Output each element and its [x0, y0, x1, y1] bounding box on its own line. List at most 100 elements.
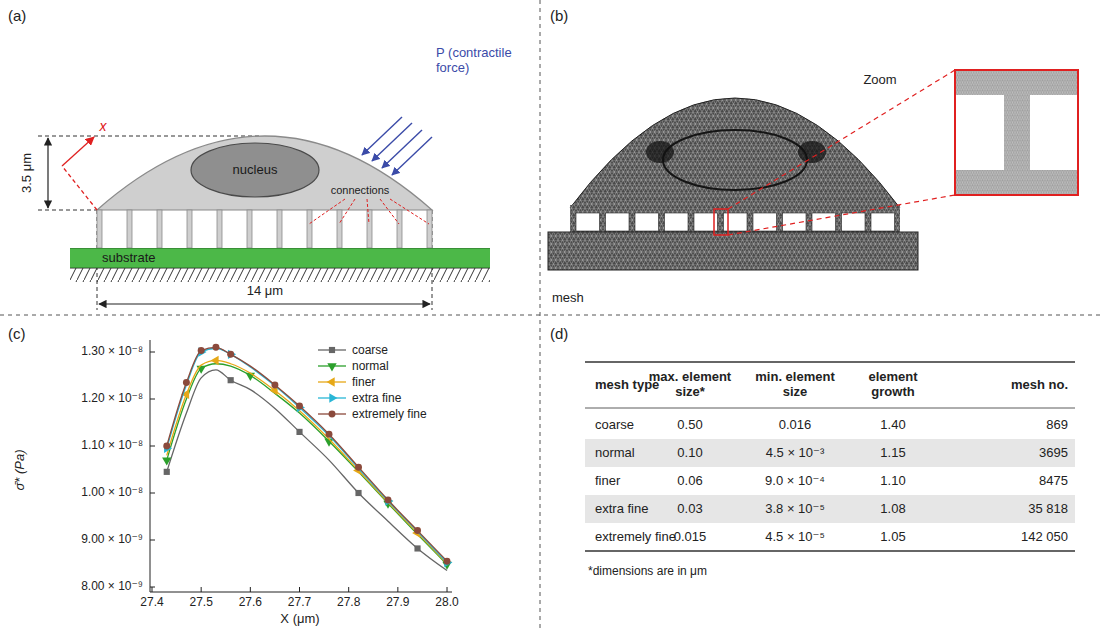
label-text: 35 818: [1028, 502, 1068, 517]
legend-sample: [318, 411, 346, 418]
label-text: 27.5: [189, 596, 212, 610]
table-shading: [585, 495, 1075, 523]
series-line: [167, 348, 447, 562]
label-text: 1.15: [880, 446, 905, 461]
label-text: 4.5 × 10⁻³: [766, 446, 825, 461]
series-marker: [228, 350, 236, 359]
connection-pillar: [427, 210, 432, 248]
zoom-panel: [1004, 95, 1030, 170]
label-text: 4.5 × 10⁻⁵: [765, 530, 825, 545]
series-marker: [296, 429, 302, 435]
leader-line: [309, 199, 429, 224]
force-arrow: [392, 137, 432, 175]
series-marker: [355, 464, 362, 471]
series-marker: [164, 469, 170, 475]
table-rule: [585, 361, 1075, 362]
chart-axis: [150, 340, 151, 592]
axis-arrow: [62, 137, 94, 166]
label-text: 0.10: [677, 446, 702, 461]
label-text: mesh: [552, 291, 584, 306]
dimension-lines: [38, 210, 97, 211]
node-label: nucleus: [233, 163, 278, 177]
mesh-gap: [576, 213, 895, 231]
label-text: connections: [331, 184, 390, 197]
label-text: 27.9: [386, 596, 409, 610]
legend-text: extremely fine: [352, 408, 427, 420]
label-text: 8475: [1039, 474, 1068, 489]
label-text: 1.10 × 10⁻⁸: [81, 439, 143, 453]
series-marker: [326, 431, 333, 438]
label-text: mesh no.: [1011, 378, 1068, 393]
leader-line: [339, 199, 355, 224]
series-marker: [198, 347, 205, 354]
connection-pillar: [307, 210, 312, 248]
connection-pillar: [247, 210, 252, 248]
legend-sample: [329, 411, 336, 418]
label-text: σ̄* (Pa): [13, 449, 28, 490]
connection-pillar: [127, 210, 132, 248]
label-text: coarse: [595, 418, 634, 433]
connection-pillar: [277, 210, 282, 248]
ground-hatch: [70, 268, 490, 282]
series-marker: [162, 457, 171, 465]
label-text: 28.0: [435, 596, 458, 610]
force-arrow: [362, 117, 432, 175]
legend-text: coarse: [352, 344, 388, 356]
label-text: P (contractile force): [436, 46, 532, 76]
mesh-gap: [724, 213, 748, 231]
label-text: 27.8: [337, 596, 360, 610]
axis-tick: [150, 352, 155, 353]
label-text: 9.0 × 10⁻⁴: [765, 474, 825, 489]
mesh-model: [548, 232, 918, 270]
label-text: 1.00 × 10⁻⁸: [81, 486, 143, 500]
label-text: (c): [8, 325, 26, 342]
series-marker: [271, 381, 278, 388]
series-line: [167, 370, 447, 571]
legend-sample: [327, 363, 336, 371]
series-marker: [296, 403, 303, 410]
label-text: element growth: [858, 370, 928, 400]
label-text: 14 μm: [247, 284, 283, 299]
connection-pillar: [157, 210, 162, 248]
table-rule: [585, 408, 1075, 409]
table-shading: [585, 439, 1075, 523]
legend-sample: [329, 347, 335, 353]
legend-text: extra fine: [352, 392, 401, 404]
mesh-model: [646, 141, 674, 163]
data-series: [162, 364, 452, 570]
force-arrow: [362, 117, 402, 155]
label-text: max. element size*: [643, 370, 737, 400]
label-text: 1.08: [880, 502, 905, 517]
label-text: 8.00 × 10⁻⁹: [81, 580, 143, 594]
connection-pillar: [217, 210, 222, 248]
zoom-panel: [955, 70, 1078, 195]
label-text: 1.20 × 10⁻⁸: [81, 392, 143, 406]
leader-line: [309, 199, 345, 224]
label-text: Zoom: [863, 73, 896, 88]
label-text: 3.8 × 10⁻⁵: [765, 502, 825, 517]
label-text: 0.06: [677, 474, 702, 489]
mesh-gap: [842, 213, 866, 231]
series-marker: [163, 443, 170, 450]
nucleus-ellipse: nucleus: [190, 142, 320, 198]
label-text: min. element size: [748, 370, 842, 400]
table-shading: [585, 439, 1075, 467]
series-line: [167, 360, 447, 563]
zoom-panel: [956, 170, 1077, 194]
label-text: 1.30 × 10⁻⁸: [81, 345, 143, 359]
axis-arrow: [62, 166, 97, 210]
legend-text: normal: [352, 360, 389, 372]
panel-divider: [0, 315, 1102, 316]
label-text: 1.40: [880, 418, 905, 433]
label-text: 1.10: [880, 474, 905, 489]
axis-tick: [348, 587, 349, 592]
axis-tick: [201, 587, 202, 592]
axis-tick: [299, 587, 300, 592]
legend-sample: [318, 377, 346, 386]
axis-tick: [150, 446, 155, 447]
mesh-model: [548, 98, 918, 270]
label-text: 0.016: [779, 418, 812, 433]
legend-sample: [318, 347, 346, 418]
